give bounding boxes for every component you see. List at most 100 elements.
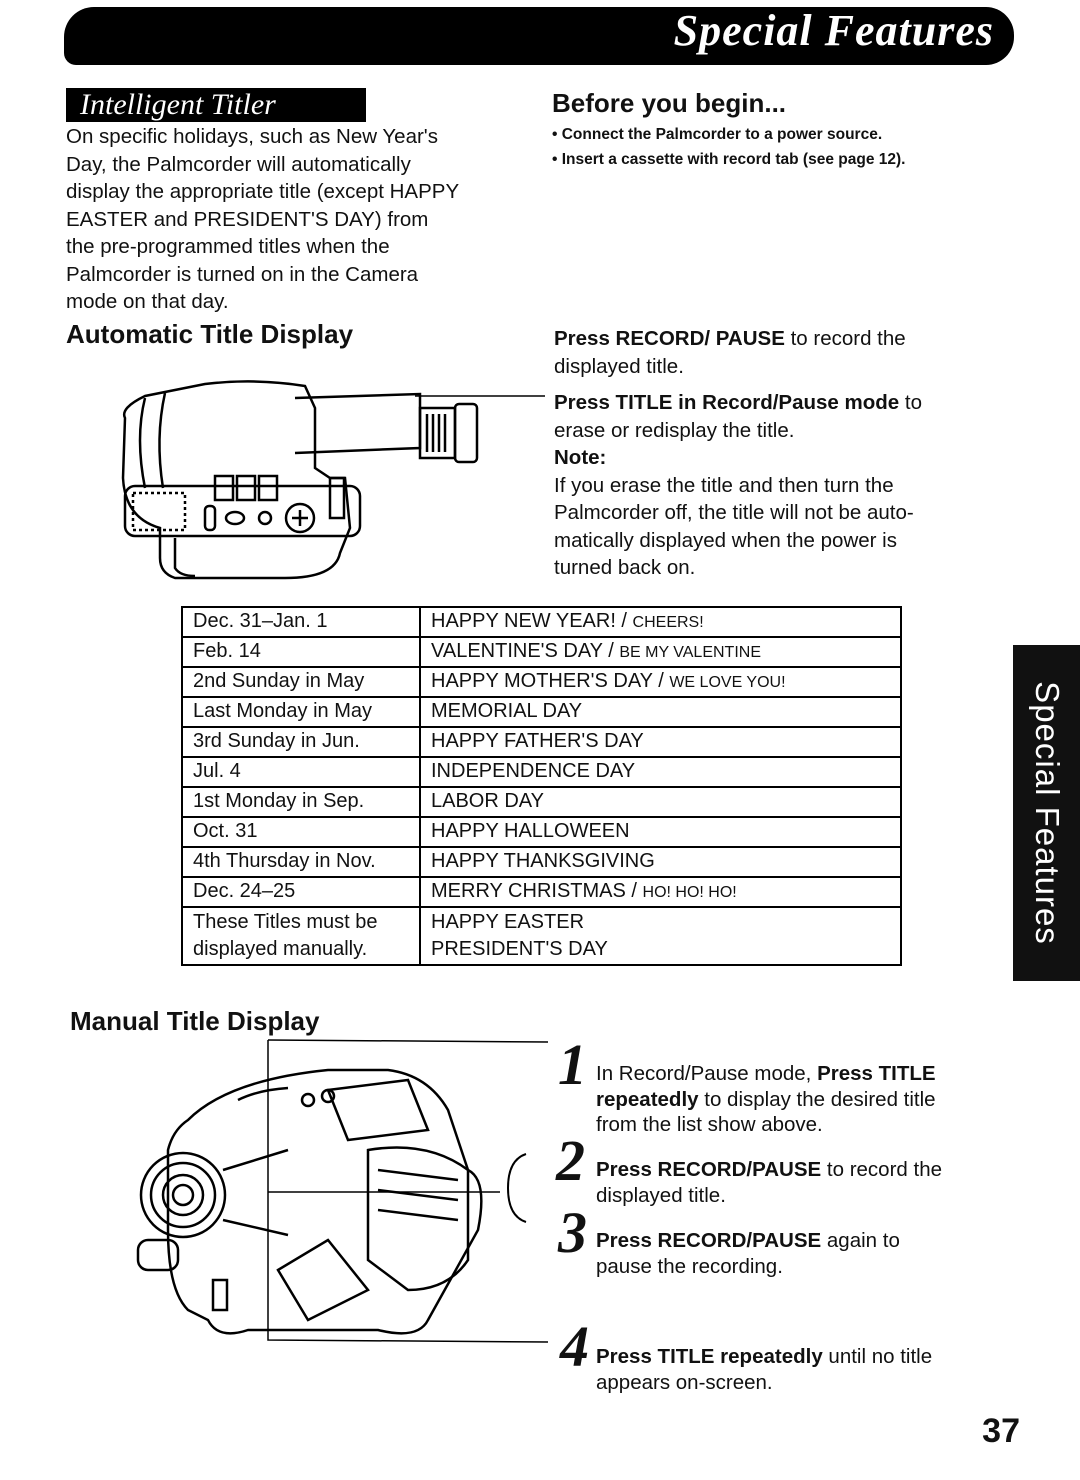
bracket-line [506,1153,527,1223]
manual-heading: Manual Title Display [70,1006,320,1036]
step-number: 1 [558,1032,587,1097]
table-row: 4th Thursday in Nov. HAPPY THANKSGIVING [181,846,902,878]
auto-p1-line2: displayed title. [554,354,684,378]
auto-p2-bold: Press TITLE in Record/Pause mode [554,391,900,414]
title-cell: VALENTINE'S DAY / BE MY VALENTINE [419,636,902,668]
date-cell: 4th Thursday in Nov. [181,846,421,878]
header-banner: Special Features [64,6,1014,65]
side-section-tab: Special Features [1013,645,1080,981]
camcorder-top-illustration [121,380,545,580]
manual-date-line: displayed manually. [193,938,368,960]
intro-line: On specific holidays, such as New Year's [66,125,438,148]
intro-line: mode on that day. [66,290,229,313]
title-text: HAPPY NEW YEAR! / [431,610,633,632]
title-text: MEMORIAL DAY [431,700,583,722]
side-tab-label: Special Features [1028,681,1066,945]
intro-line: the pre-programmed titles when the [66,235,390,258]
intro-line: EASTER and PRESIDENT'S DAY) from [66,207,429,231]
intro-line: display the appropriate title (except HA… [66,180,460,203]
section-tag: Intelligent Titler [66,88,366,122]
step-text: Press TITLE repeatedly until no title ap… [596,1344,932,1395]
note-line: matically displayed when the power is [554,528,897,552]
note-line: turned back on. [554,556,696,579]
date-cell: Last Monday in May [181,696,421,728]
title-text: HAPPY HALLOWEEN [431,820,630,842]
note-label: Note: [554,446,607,469]
step-text-bold: Press RECORD/PAUSE [596,1158,822,1181]
title-cell: HAPPY MOTHER'S DAY / WE LOVE YOU! [419,666,902,698]
step-text-part: In Record/Pause mode, [596,1062,818,1085]
title-cell: HAPPY HALLOWEEN [419,816,902,848]
title-cell: LABOR DAY [419,786,902,818]
title-cell: HAPPY THANKSGIVING [419,846,902,878]
title-cell: MEMORIAL DAY [419,696,902,728]
date-cell: Jul. 4 [181,756,421,788]
step-text-bold: repeatedly [596,1087,699,1111]
title-alt: CHEERS! [632,614,704,631]
auto-p1-bold: Press RECORD/ PAUSE [554,327,785,350]
step-text-part: to record the [821,1158,942,1181]
step-text: Press RECORD/PAUSE again to pause the re… [596,1228,900,1279]
title-alt: HO! HO! HO! [642,884,737,901]
date-cell: Dec. 31–Jan. 1 [181,606,421,638]
step-text-part: from the list show above. [596,1113,823,1136]
title-cell: HAPPY FATHER'S DAY [419,726,902,758]
page-title: Special Features [673,6,994,55]
intro-line: Day, the Palmcorder will automatically [66,152,411,176]
step-text: In Record/Pause mode, Press TITLE repeat… [596,1061,936,1138]
title-alt: BE MY VALENTINE [619,644,761,661]
bullet-item: Insert a cassette with record tab (see p… [552,147,906,172]
step-text-part: again to [821,1229,900,1252]
date-cell: 2nd Sunday in May [181,666,421,698]
camcorder-front-illustration [136,1039,549,1343]
title-text: INDEPENDENCE DAY [431,760,636,782]
step-text-bold: Press TITLE [817,1062,936,1085]
step-text-bold: Press TITLE repeatedly [596,1345,823,1368]
bullet-item: Connect the Palmcorder to a power source… [552,122,905,147]
auto-heading: Automatic Title Display [66,319,354,349]
title-cell: INDEPENDENCE DAY [419,756,902,788]
table-row: 3rd Sunday in Jun.HAPPY FATHER'S DAY [181,726,902,758]
date-cell: Feb. 14 [181,636,421,668]
title-alt: WE LOVE YOU! [669,674,786,691]
title-text: LABOR DAY [431,790,544,812]
auto-p2-rest: to [899,391,922,414]
date-cell: 3rd Sunday in Jun. [181,726,421,758]
step-text-part: until no title [822,1345,933,1368]
title-cell: HAPPY NEW YEAR! / CHEERS! [419,606,902,638]
table-row: Oct. 31 HAPPY HALLOWEEN [181,816,902,848]
note-line: Palmcorder off, the title will not be au… [554,501,914,524]
table-row: 1st Monday in Sep. LABOR DAY [181,786,902,818]
table-row-manual: These Titles must be displayed manually.… [181,906,902,966]
manual-date-line: These Titles must be [193,911,378,933]
note-line: If you erase the title and then turn the [554,473,894,497]
step-text-part: pause the recording. [596,1254,783,1278]
intro-line: Palmcorder is turned on in the Camera [66,262,419,286]
table-row: Last Monday in May MEMORIAL DAY [181,696,902,728]
page-number: 37 [982,1412,1020,1450]
title-cell: MERRY CHRISTMAS / HO! HO! HO! [419,876,902,908]
title-text: HAPPY THANKSGIVING [431,850,655,872]
step-text-part: displayed title. [596,1183,726,1207]
auto-p1-rest: to record the [784,327,906,350]
date-cell: Dec. 24–25 [181,876,421,908]
auto-instructions: Press RECORD/ PAUSE to record the displa… [554,325,994,582]
before-bullets: Connect the Palmcorder to a power source… [552,122,906,172]
auto-p2-line2: erase or redisplay the title. [554,418,795,442]
step-text: Press RECORD/PAUSE to record the display… [596,1157,942,1208]
date-cell: 1st Monday in Sep. [181,786,421,818]
manual-date-cell: These Titles must be displayed manually. [181,906,421,966]
step-text-part: appears on-screen. [596,1370,773,1394]
title-text: MERRY CHRISTMAS / [431,880,643,902]
table-row: Jul. 4 INDEPENDENCE DAY [181,756,902,788]
step-text-bold: Press RECORD/PAUSE [596,1229,822,1252]
step-number: 2 [556,1128,585,1193]
step-number: 4 [560,1314,589,1379]
date-cell: Oct. 31 [181,816,421,848]
manual-title-line: PRESIDENT'S DAY [431,938,608,960]
